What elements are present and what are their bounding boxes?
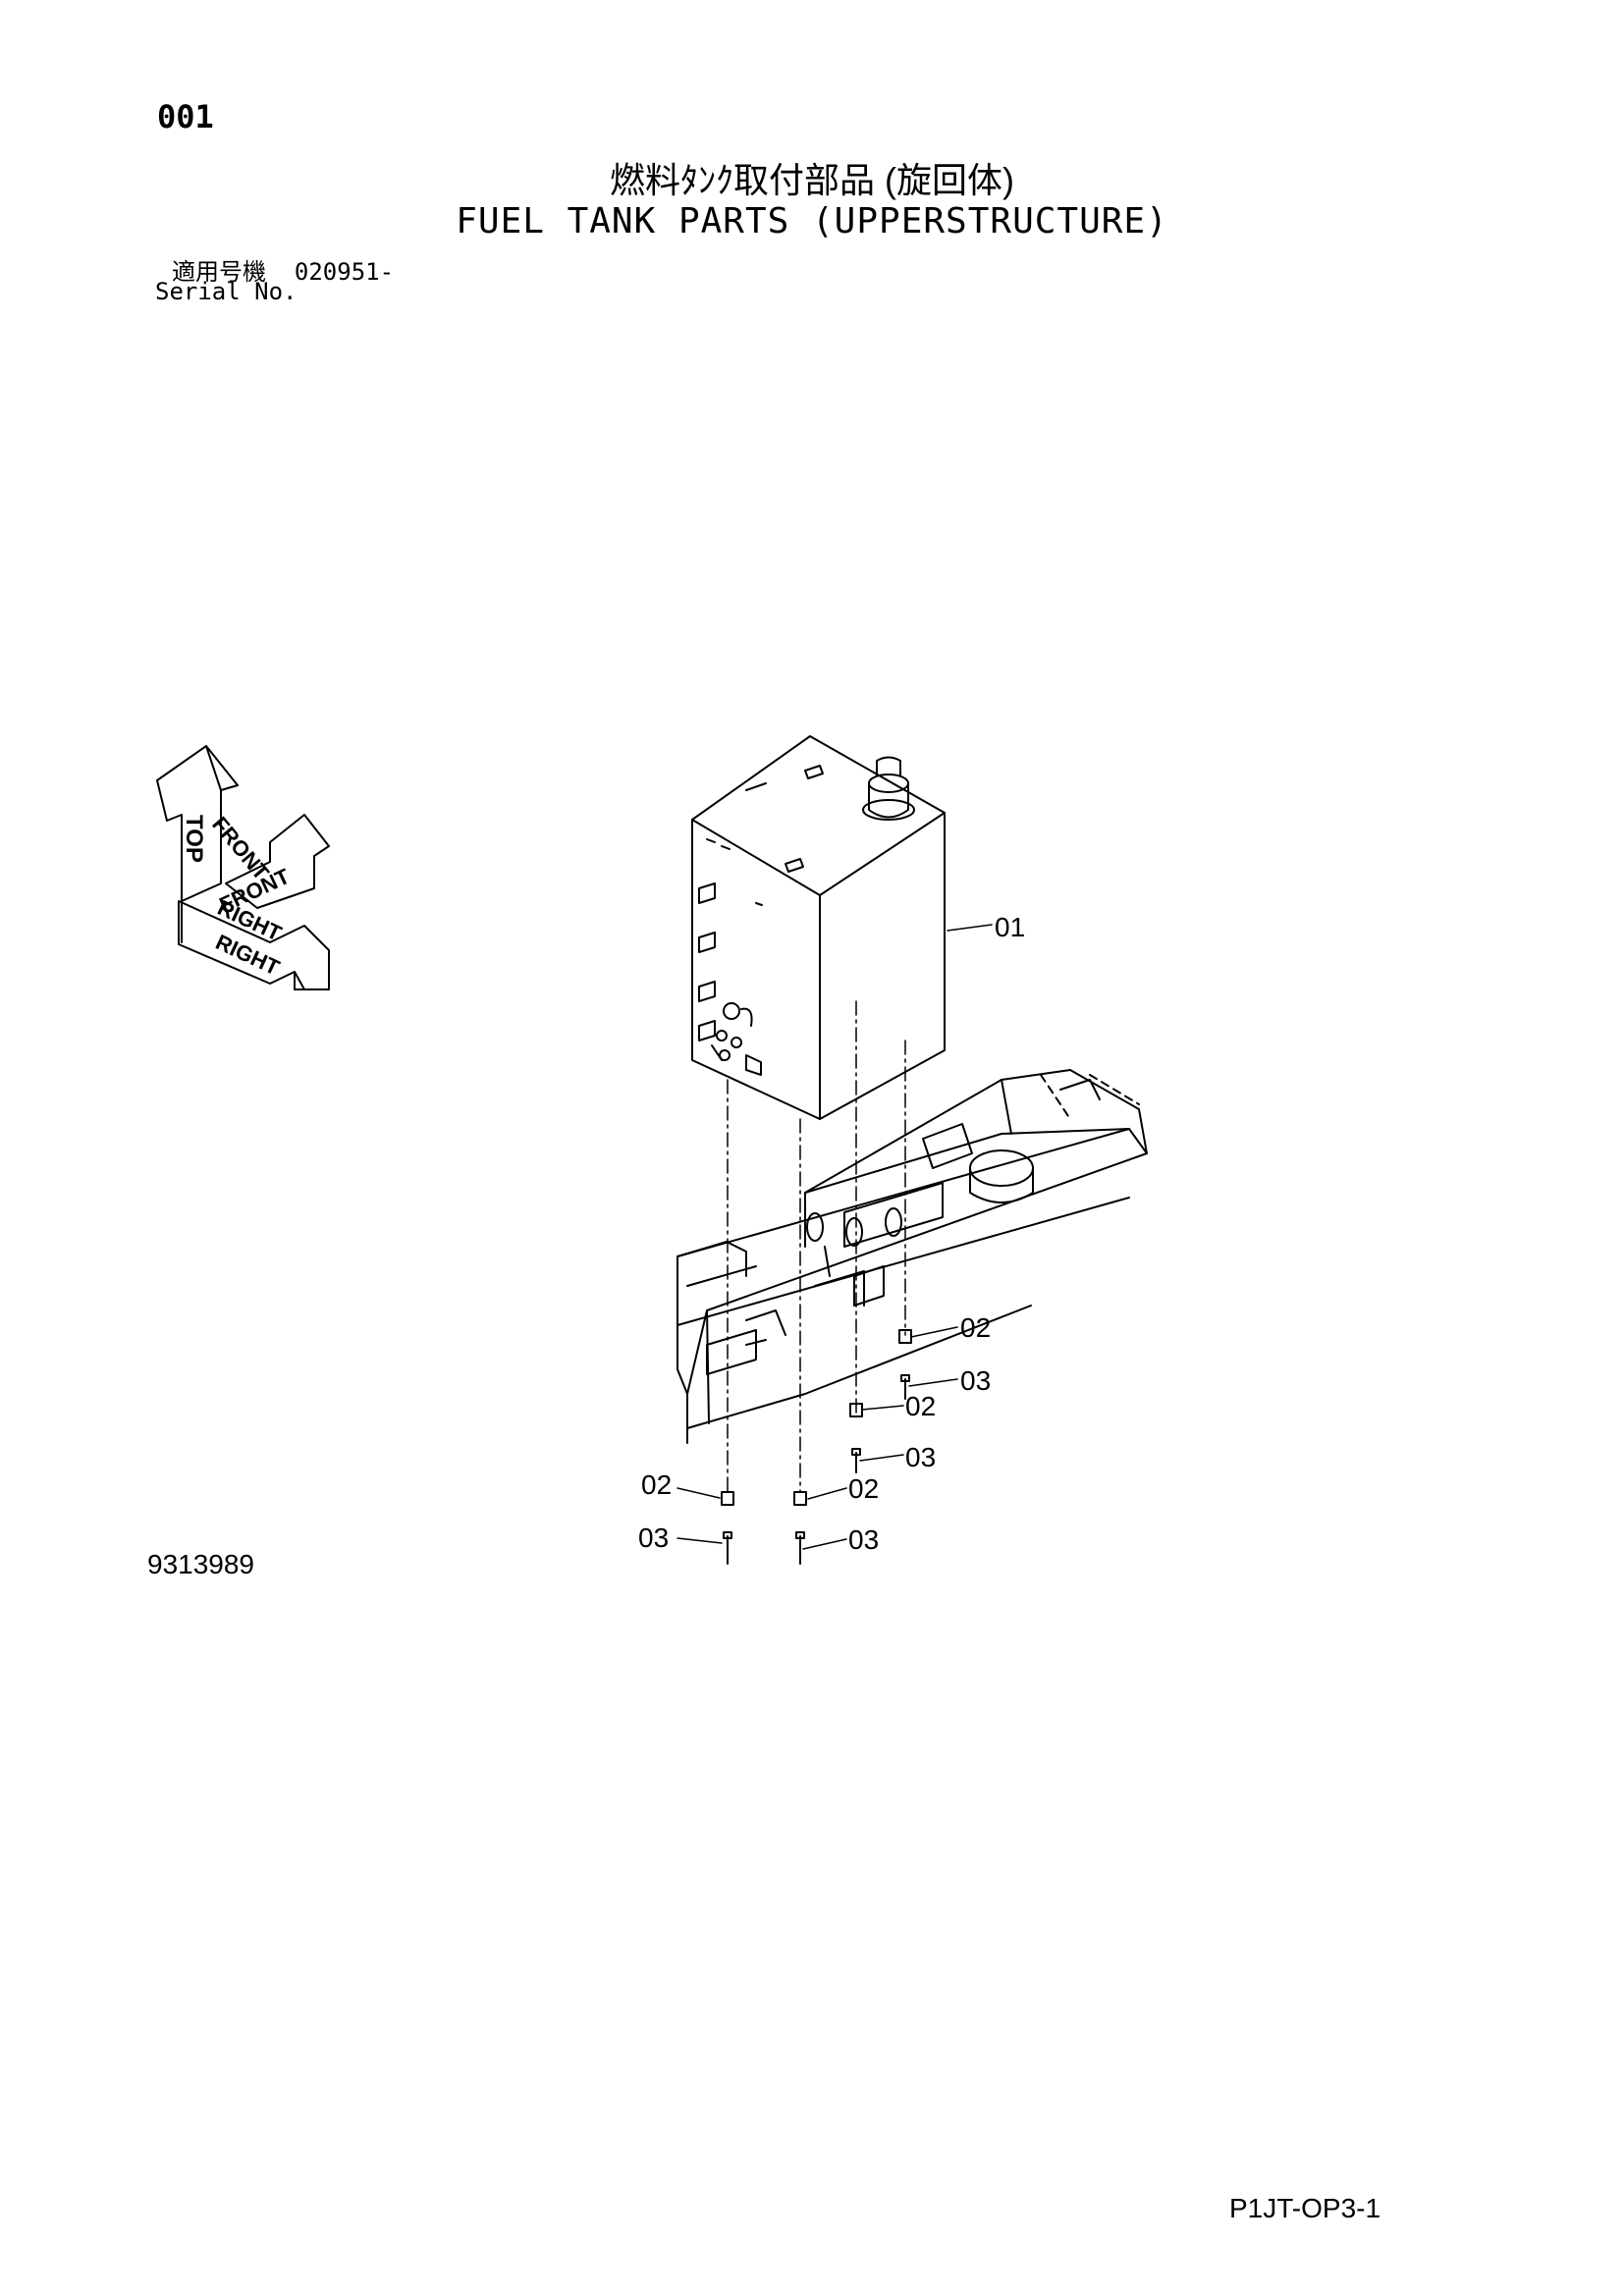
leader-lines <box>677 924 993 1550</box>
callout-02-washer: 02 <box>848 1473 879 1504</box>
serial-label-japanese: 適用号機 <box>172 258 266 286</box>
orientation-indicator: TOP FRONT FRONT RIGHT RIGHT <box>156 745 330 990</box>
drawing-number: 9313989 <box>147 1549 255 1579</box>
orientation-top-label: TOP <box>181 815 207 863</box>
callout-03-bolt: 03 <box>905 1442 936 1472</box>
page-title-english: FUEL TANK PARTS (UPPERSTRUCTURE) <box>456 201 1168 241</box>
bolt <box>900 1374 910 1400</box>
mounting-centerlines <box>727 1000 906 1493</box>
bolt <box>723 1531 732 1565</box>
bolt <box>795 1531 805 1565</box>
upperstructure-frame <box>677 1069 1148 1444</box>
page-number: 001 <box>157 98 214 135</box>
serial-label-english: Serial No. <box>155 278 298 305</box>
callout-02-washer: 02 <box>905 1391 936 1421</box>
washers <box>721 1329 912 1506</box>
callout-02-washer: 02 <box>641 1469 672 1500</box>
serial-range-japanese: 適用号機 020951- <box>172 252 394 287</box>
callout-01-tank: 01 <box>995 912 1025 942</box>
fuel-tank <box>691 735 946 1120</box>
bolt <box>851 1448 861 1473</box>
page-title-japanese: 燃料ﾀﾝｸ取付部品 (旋回体) <box>610 160 1014 200</box>
callout-labels: 01 02 03 02 03 02 03 02 03 <box>638 912 1025 1555</box>
callout-02-washer: 02 <box>960 1312 991 1343</box>
bolts <box>723 1374 910 1565</box>
serial-value: 020951- <box>294 258 395 286</box>
callout-03-bolt: 03 <box>638 1522 669 1553</box>
washer <box>721 1491 734 1506</box>
washer <box>793 1491 807 1506</box>
callout-03-bolt: 03 <box>960 1365 991 1396</box>
callout-03-bolt: 03 <box>848 1524 879 1555</box>
sheet-identifier: P1JT-OP3-1 <box>1229 2193 1381 2223</box>
